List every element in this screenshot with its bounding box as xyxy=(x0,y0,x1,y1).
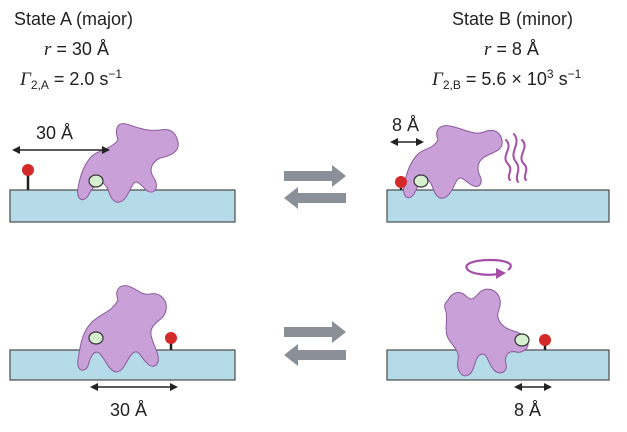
state-a-r: r = 30 Å xyxy=(44,40,109,59)
site-spot-top-right xyxy=(413,174,429,188)
gamma-symbol: Γ xyxy=(20,69,31,90)
reverse-arrow xyxy=(284,187,346,209)
state-a-gamma: Γ2,A = 2.0 s−1 xyxy=(20,67,123,92)
state-b-title: State B (minor) xyxy=(452,9,574,29)
gamma-exponent: −1 xyxy=(567,67,582,81)
state-b-gamma-value: = 5.6 × 10 xyxy=(460,69,547,89)
distance-label-bottom-left: 30 Å xyxy=(110,400,147,420)
gamma-subscript: 2,B xyxy=(442,78,461,92)
motion-wiggle-icon xyxy=(504,133,528,183)
forward-arrow xyxy=(284,165,346,187)
r-symbol: r xyxy=(484,39,492,60)
gamma-subscript: 2,A xyxy=(30,78,49,92)
gamma-power: 3 xyxy=(546,67,554,81)
protein-top-right xyxy=(403,125,503,199)
forward-arrow xyxy=(284,321,346,343)
state-b-gamma: Γ2,B = 5.6 × 103 s−1 xyxy=(432,67,582,92)
gamma-exponent: −1 xyxy=(108,67,123,81)
spin-label-bottom-left xyxy=(165,332,177,344)
site-spot-bottom-right xyxy=(514,333,530,347)
gamma-symbol: Γ xyxy=(432,69,443,90)
protein-bottom-right xyxy=(444,288,529,377)
state-a-gamma-value: = 2.0 s xyxy=(48,69,109,89)
exchange-arrows-top xyxy=(284,165,346,209)
distance-label-top-right: 8 Å xyxy=(392,115,419,135)
state-a-r-value: = 30 Å xyxy=(51,39,109,59)
state-a-title: State A (major) xyxy=(14,9,134,29)
distance-label-top-left: 30 Å xyxy=(36,123,73,143)
state-b-gamma-unit: s xyxy=(553,69,568,89)
spin-label-top-right xyxy=(395,176,407,188)
membrane-top-right xyxy=(386,189,610,223)
state-b-r: r = 8 Å xyxy=(484,40,539,59)
site-spot-bottom-left xyxy=(88,331,104,345)
rotation-arrow-icon xyxy=(465,258,512,279)
r-symbol: r xyxy=(44,39,52,60)
reverse-arrow xyxy=(284,344,346,366)
membrane-top-left xyxy=(9,189,236,223)
spin-label-top-left xyxy=(22,164,34,176)
exchange-arrows-bottom xyxy=(284,321,346,366)
distance-label-bottom-right: 8 Å xyxy=(514,400,541,420)
state-b-r-value: = 8 Å xyxy=(491,39,539,59)
protein-bottom-left xyxy=(77,285,167,373)
site-spot-top-left xyxy=(88,174,104,188)
spin-label-bottom-right xyxy=(539,334,551,346)
